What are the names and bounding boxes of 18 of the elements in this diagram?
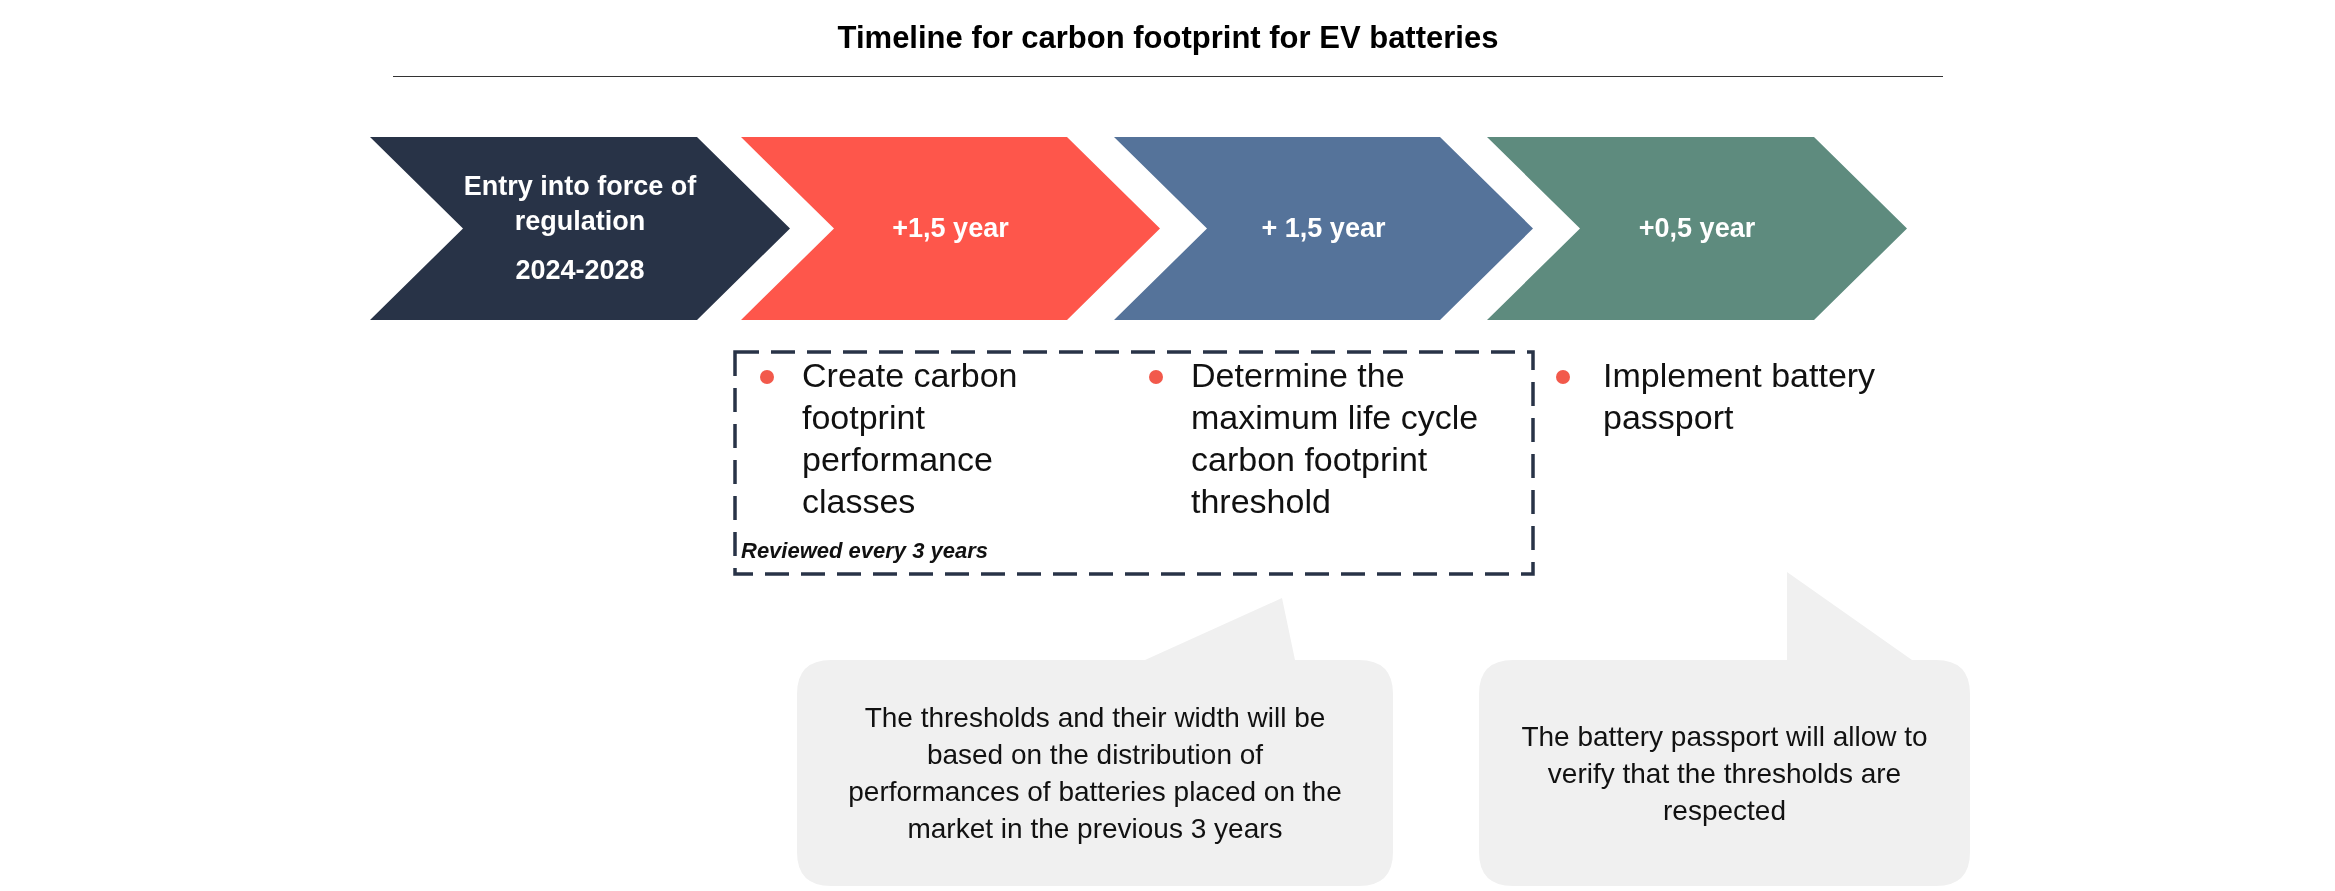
chevron-step [370, 137, 790, 320]
step-label: +1,5 year [892, 211, 1009, 245]
bullet-text: Create carbon footprint performance classes [802, 355, 1019, 522]
bullet-text: Implement battery passport [1603, 355, 1877, 438]
review-note: Reviewed every 3 years [741, 538, 989, 564]
step-label: + 1,5 year [1261, 211, 1386, 245]
callout-text: The thresholds and their width will be based on the distribution of performances of batteries placed on the market in the previous 3 years [847, 701, 1343, 846]
speech-bubble [1479, 572, 1970, 886]
step-label: +0,5 year [1638, 211, 1756, 245]
bullet-text: Determine the maximum life cycle carbon footprint threshold [1191, 355, 1480, 522]
callout-text: The battery passport will allow to verify that the thresholds are respected [1520, 719, 1929, 828]
step-label: Entry into force of regulation [462, 169, 698, 238]
chevron-step [1487, 137, 1907, 320]
chevron-step [1114, 137, 1533, 320]
dashed-group-box [733, 350, 1535, 576]
step-label: 2024-2028 [515, 254, 645, 288]
chevron-step [741, 137, 1160, 320]
diagram-title: Timeline for carbon footprint for EV batteries [836, 20, 1500, 56]
